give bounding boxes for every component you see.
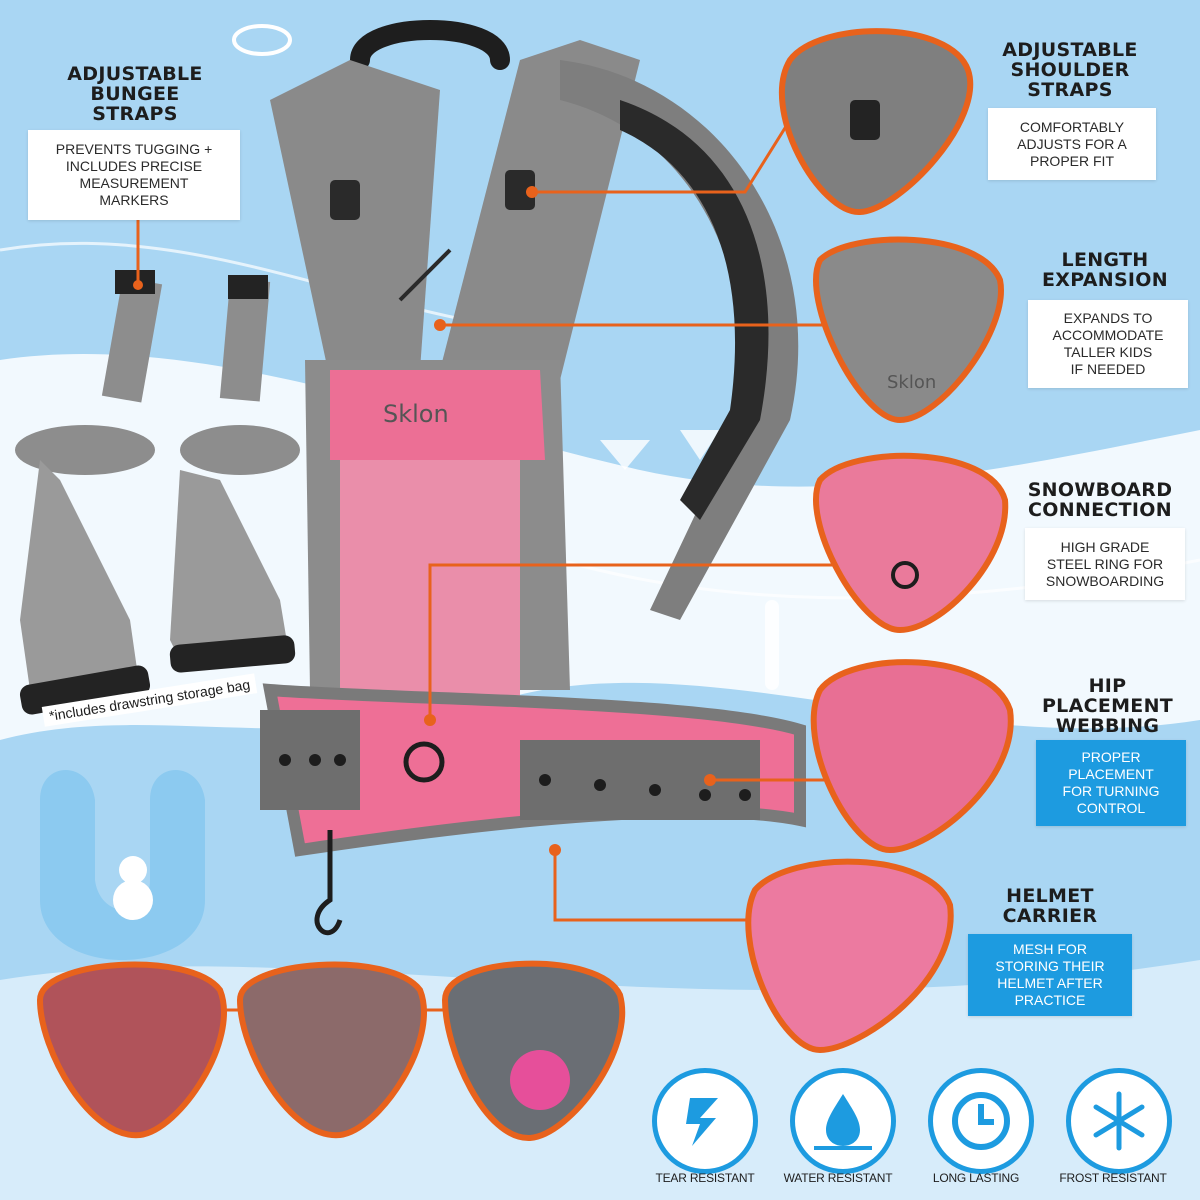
feature-desc-snowboard-connection: High gradesteel ring forsnowboarding: [1025, 528, 1185, 600]
feature-title-length-expansion: LengthExpansion: [1042, 249, 1168, 291]
brand-logo: Sklon: [383, 400, 449, 428]
bungee-straps: [15, 270, 300, 715]
feature-title-snowboard-connection: SnowboardConnection: [1027, 479, 1173, 521]
photo-2: [236, 961, 427, 1139]
brand-logo-detail: Sklon: [887, 372, 937, 393]
feature-desc-helmet-carrier: Mesh forstoring theirhelmet afterpractic…: [968, 934, 1132, 1016]
feature-desc-shoulder-straps: Comfortablyadjusts for aproper fit: [988, 108, 1156, 180]
harness-handle: [350, 20, 510, 70]
badge-label-water-resistant: Water Resistant: [783, 1171, 893, 1185]
detail-snowboard-connection: [813, 452, 1009, 634]
badge-label-frost-resistant: Frost Resistant: [1059, 1171, 1167, 1185]
feature-title-bungee-straps: AdjustableBungeeStraps: [67, 63, 203, 125]
water-drop-icon: [814, 1094, 872, 1150]
badge-label-long-lasting: Long Lasting: [932, 1171, 1020, 1185]
badge-water-resistant: [790, 1068, 896, 1174]
photo-1: [36, 961, 227, 1139]
detail-length-expansion: [813, 236, 1004, 424]
feature-title-hip-placement-webbing: HipPlacementWebbing: [1041, 675, 1174, 737]
feature-desc-length-expansion: Expands toaccommodatetaller kidsif neede…: [1028, 300, 1188, 388]
badge-frost-resistant: [1066, 1068, 1172, 1174]
right-shoulder-strap: [440, 40, 640, 380]
feature-desc-hip-placement-webbing: Properplacementfor turningcontrol: [1036, 740, 1186, 826]
badge-long-lasting: [928, 1068, 1034, 1174]
detail-hip-webbing: [810, 659, 1014, 854]
steel-ring: [403, 741, 445, 783]
snowflake-icon: [1093, 1091, 1145, 1151]
feature-title-shoulder-straps: AdjustableShoulderStraps: [1002, 39, 1138, 101]
feature-title-helmet-carrier: HelmetCarrier: [1002, 885, 1098, 927]
clock-icon: [952, 1092, 1010, 1150]
detail-helmet-carrier: [745, 858, 954, 1054]
badge-tear-resistant: [652, 1068, 758, 1174]
lightning-icon: [686, 1098, 718, 1146]
badge-label-tear-resistant: Tear Resistant: [655, 1171, 755, 1185]
feature-desc-bungee-straps: Prevents tugging +includes precisemeasur…: [28, 130, 240, 220]
